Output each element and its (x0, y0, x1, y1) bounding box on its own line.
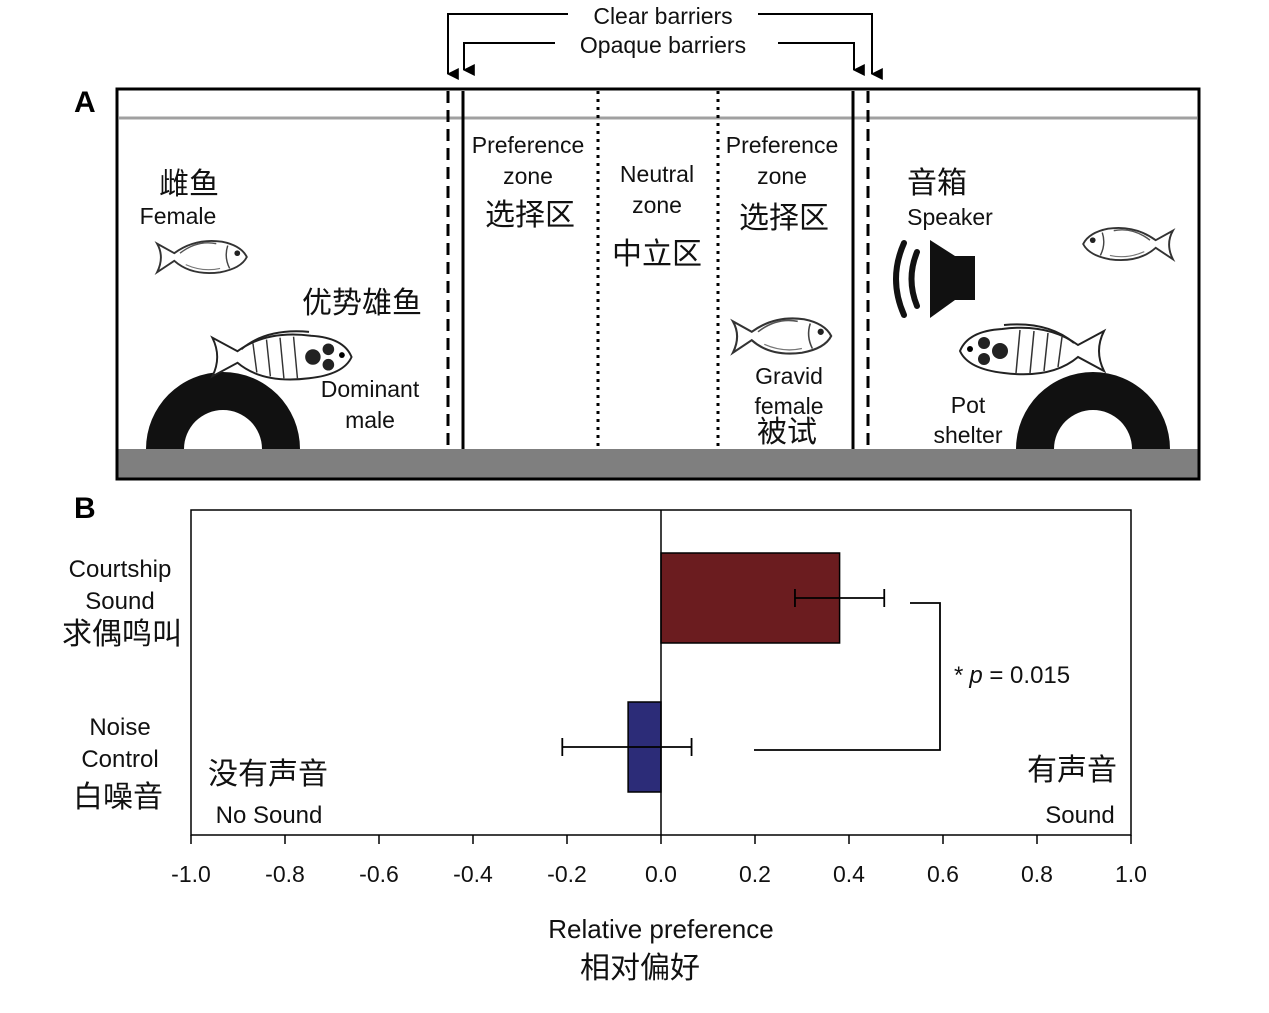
panel-b: B -1.0 -0.8 -0.6 -0.4 -0.2 0.0 0.2 0.4 0.6 0.8 1.0… (62, 492, 1147, 986)
category-courtship-cn: 求偶鸣叫 (62, 617, 182, 652)
female-label-en: Female (140, 203, 217, 229)
female-label-cn: 雌鱼 (159, 167, 219, 202)
x-tick-label-2: -0.6 (359, 861, 399, 887)
x-tick-label-4: -0.2 (547, 861, 587, 887)
x-axis-title-cn: 相对偏好 (580, 951, 700, 986)
neutral-zone-line1: Neutral (620, 161, 694, 187)
pref-zone-left-line1: Preference (472, 132, 585, 158)
panel-b-letter: B (74, 492, 96, 525)
x-tick-label-1: -0.8 (265, 861, 305, 887)
pref-zone-right-line1: Preference (726, 132, 839, 158)
no-sound-label-cn: 没有声音 (208, 757, 328, 792)
neutral-zone-cn: 中立区 (612, 237, 702, 272)
pot-shelter-right (1016, 372, 1170, 449)
x-tick-label-9: 0.8 (1021, 861, 1053, 887)
dominant-male-fish-icon (211, 330, 353, 381)
speaker-label-en: Speaker (907, 204, 993, 230)
pref-zone-right-line2: zone (757, 163, 807, 189)
x-tick-label-6: 0.2 (739, 861, 771, 887)
female-fish-icon (156, 239, 248, 275)
x-tick-label-3: -0.4 (453, 861, 493, 887)
pot-shelter-label-2: shelter (933, 422, 1002, 448)
gravid-female-label-1: Gravid (755, 363, 823, 389)
pref-zone-right-cn: 选择区 (739, 201, 829, 236)
opaque-barrier-bracket-right (778, 42, 865, 76)
speaker-icon (893, 240, 975, 318)
stimulus-female-fish-icon (1082, 226, 1174, 262)
x-tick-label-8: 0.6 (927, 861, 959, 887)
x-tick-label-5: 0.0 (645, 861, 677, 887)
x-tick-label-7: 0.4 (833, 861, 865, 887)
sound-label-cn: 有声音 (1027, 753, 1117, 788)
x-axis-title: Relative preference (548, 914, 773, 944)
x-axis-ticks: -1.0 -0.8 -0.6 -0.4 -0.2 0.0 0.2 0.4 0.6 0.8 1.0 (171, 835, 1147, 887)
clear-barrier-bracket-right (758, 13, 883, 80)
no-sound-label-en: No Sound (216, 802, 323, 829)
pref-zone-left-cn: 选择区 (485, 198, 575, 233)
neutral-zone-line2: zone (632, 192, 682, 218)
gravid-female-fish-icon (731, 317, 833, 355)
clear-barrier-bracket-left (446, 13, 568, 80)
category-noise-line2: Control (81, 746, 158, 773)
speaker-label-cn: 音箱 (907, 166, 967, 201)
category-courtship-line1: Courtship (69, 556, 172, 583)
dominant-male-label-en-2: male (345, 407, 395, 433)
category-courtship-line2: Sound (85, 588, 154, 615)
opaque-barriers-label: Opaque barriers (580, 32, 746, 58)
pref-zone-left-line2: zone (503, 163, 553, 189)
dominant-male-label-cn: 优势雄鱼 (302, 286, 422, 321)
significance-label: *p = 0.015 (954, 662, 1070, 689)
test-subject-label-cn: 被试 (757, 415, 817, 450)
category-noise-cn: 白噪音 (73, 780, 163, 815)
bars-layer (561, 510, 886, 835)
pot-shelter-label-1: Pot (951, 392, 986, 418)
stimulus-male-fish-icon (958, 323, 1106, 376)
barrier-legend: Clear barriers Opaque barriers (446, 3, 883, 80)
pot-shelter-left (146, 372, 300, 449)
sound-label-en: Sound (1045, 802, 1114, 829)
significance-bracket (754, 602, 941, 751)
category-noise-line1: Noise (89, 714, 150, 741)
panel-a: A Clear barriers Opaque barriers (74, 3, 1201, 481)
clear-barriers-label: Clear barriers (593, 3, 732, 29)
dominant-male-label-en-1: Dominant (321, 376, 420, 402)
tank-frame (115, 87, 1201, 481)
panel-a-letter: A (74, 86, 96, 119)
opaque-barrier-bracket-left (462, 42, 555, 76)
gravid-female-label-2: female (754, 393, 823, 419)
tank-gravel (118, 449, 1198, 479)
x-tick-label-10: 1.0 (1115, 861, 1147, 887)
x-tick-label-0: -1.0 (171, 861, 211, 887)
